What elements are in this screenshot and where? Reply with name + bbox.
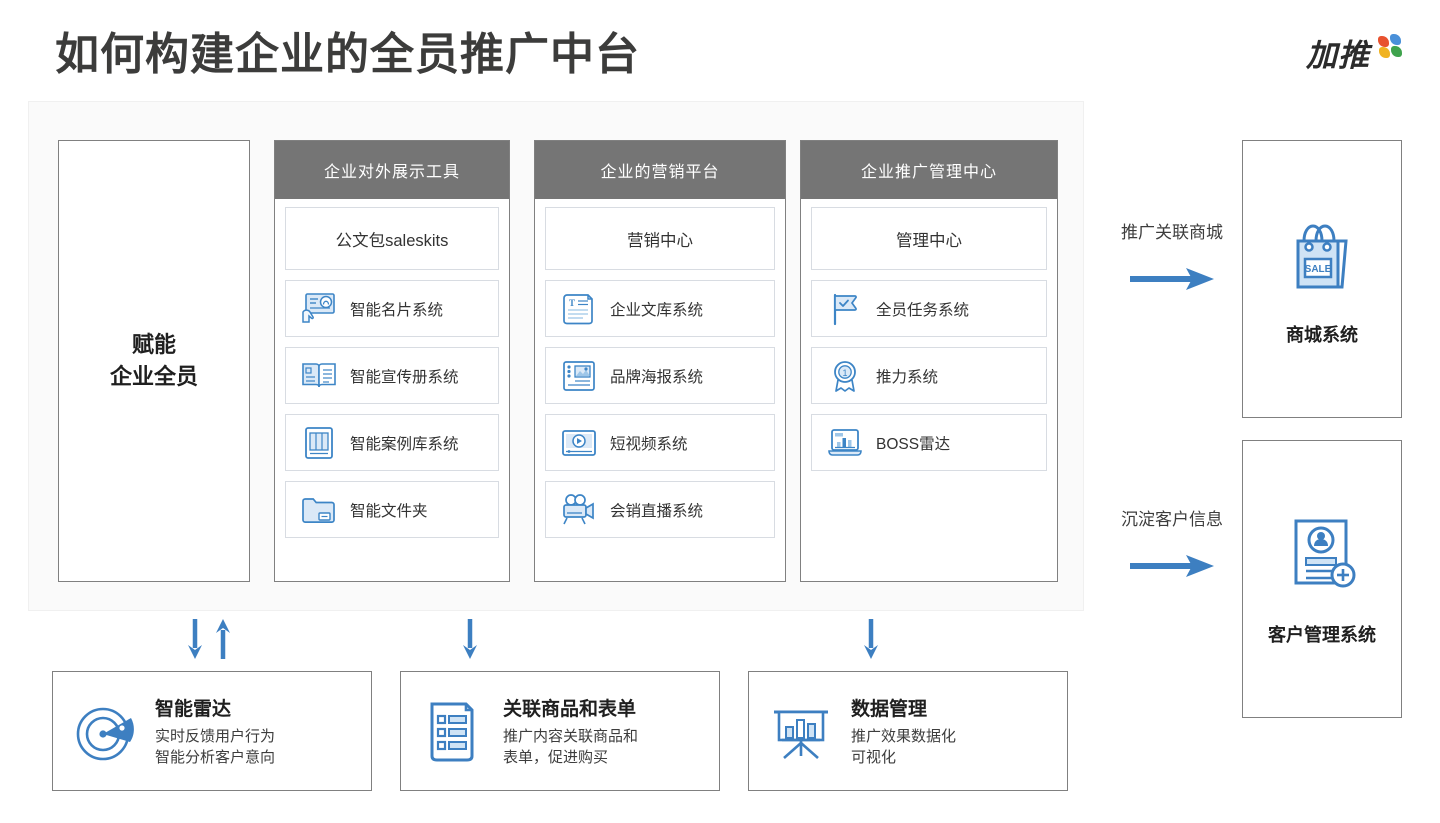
flow-label: 沉淀客户信息 [1121, 510, 1223, 529]
sale-badge-text: SALE [1305, 264, 1332, 275]
item-short-video[interactable]: 短视频系统 [545, 414, 775, 471]
item-marketing-center[interactable]: 营销中心 [545, 207, 775, 270]
card-title: 智能雷达 [155, 698, 232, 720]
customer-management-label: 客户管理系统 [1268, 625, 1376, 645]
live-camera-icon [558, 491, 600, 529]
item-smart-brochure[interactable]: 智能宣传册系统 [285, 347, 499, 404]
enable-all-staff-label: 赋能 企业全员 [109, 332, 198, 389]
card-desc: 推广效果数据化 可视化 [851, 727, 957, 766]
card-data-management[interactable]: 数据管理 推广效果数据化 可视化 [748, 671, 1068, 791]
flag-check-icon [824, 290, 866, 328]
card-text: 关联商品和表单 推广内容关联商品和 表单，促进购买 [503, 694, 638, 768]
svg-text:T: T [569, 298, 575, 308]
medal-icon: 1 [824, 357, 866, 395]
card-title: 数据管理 [851, 698, 928, 720]
item-brand-poster[interactable]: 品牌海报系统 [545, 347, 775, 404]
column-body: 公文包saleskits 智能名片系统 智能宣传册系统 智能案例库系统 [275, 199, 509, 548]
column-promotion-management: 企业推广管理中心 管理中心 全员任务系统 1 推力系统 [800, 140, 1058, 582]
enable-all-staff-box: 赋能 企业全员 [58, 140, 250, 582]
arrow-right-icon [1092, 552, 1252, 580]
case-library-icon [298, 424, 340, 462]
down-up-arrows-icon [186, 617, 232, 661]
item-live-streaming[interactable]: 会销直播系统 [545, 481, 775, 538]
pinwheel-icon [1378, 33, 1404, 60]
column-header: 企业对外展示工具 [275, 141, 509, 199]
column-body: 营销中心 T 企业文库系统 品牌海报系统 短视频系统 [535, 199, 785, 548]
column-body: 管理中心 全员任务系统 1 推力系统 BOSS雷达 [801, 199, 1057, 481]
column-display-tools: 企业对外展示工具 公文包saleskits 智能名片系统 智能宣传册系统 [274, 140, 510, 582]
flow-capture-customer-info: 沉淀客户信息 [1092, 505, 1252, 580]
brand-logo: 加推 [1306, 30, 1404, 75]
svg-text:1: 1 [842, 368, 847, 378]
laptop-chart-icon [824, 424, 866, 462]
mall-system-box: SALE 商城系统 [1242, 140, 1402, 418]
arrow-right-icon [1092, 265, 1252, 293]
item-push-system[interactable]: 1 推力系统 [811, 347, 1047, 404]
column-header: 企业推广管理中心 [801, 141, 1057, 199]
card-title: 关联商品和表单 [503, 698, 637, 720]
column-marketing-platform: 企业的营销平台 营销中心 T 企业文库系统 品牌海报系统 [534, 140, 786, 582]
item-smart-name-card[interactable]: 智能名片系统 [285, 280, 499, 337]
item-smart-folder[interactable]: 智能文件夹 [285, 481, 499, 538]
document-scroll-icon: T [558, 290, 600, 328]
item-document-library[interactable]: T 企业文库系统 [545, 280, 775, 337]
video-play-icon [558, 424, 600, 462]
card-desc: 实时反馈用户行为 智能分析客户意向 [155, 727, 276, 766]
name-card-icon [298, 290, 340, 328]
brochure-icon [298, 357, 340, 395]
shopping-bag-sale-icon: SALE [1276, 211, 1368, 303]
card-text: 数据管理 推广效果数据化 可视化 [851, 694, 956, 768]
card-linked-products-forms[interactable]: 关联商品和表单 推广内容关联商品和 表单，促进购买 [400, 671, 720, 791]
down-arrow-icon [461, 617, 479, 661]
card-text: 智能雷达 实时反馈用户行为 智能分析客户意向 [155, 694, 275, 768]
item-boss-radar[interactable]: BOSS雷达 [811, 414, 1047, 471]
page-title: 如何构建企业的全员推广中台 [55, 30, 640, 79]
item-all-staff-task[interactable]: 全员任务系统 [811, 280, 1047, 337]
item-management-center[interactable]: 管理中心 [811, 207, 1047, 270]
radar-icon [67, 698, 143, 764]
item-case-library[interactable]: 智能案例库系统 [285, 414, 499, 471]
customer-management-box: 客户管理系统 [1242, 440, 1402, 718]
poster-icon [558, 357, 600, 395]
brand-name: 加推 [1306, 38, 1370, 73]
flow-label: 推广关联商城 [1121, 223, 1223, 242]
card-smart-radar[interactable]: 智能雷达 实时反馈用户行为 智能分析客户意向 [52, 671, 372, 791]
easel-chart-icon [763, 698, 839, 764]
card-desc: 推广内容关联商品和 表单，促进购买 [503, 727, 639, 766]
item-saleskits[interactable]: 公文包saleskits [285, 207, 499, 270]
down-arrow-icon [862, 617, 880, 661]
column-header: 企业的营销平台 [535, 141, 785, 199]
flow-promotion-to-mall: 推广关联商城 [1092, 218, 1252, 293]
customer-card-add-icon [1276, 511, 1368, 603]
mall-system-label: 商城系统 [1286, 325, 1358, 345]
folder-icon [298, 491, 340, 529]
form-list-icon [415, 698, 491, 764]
